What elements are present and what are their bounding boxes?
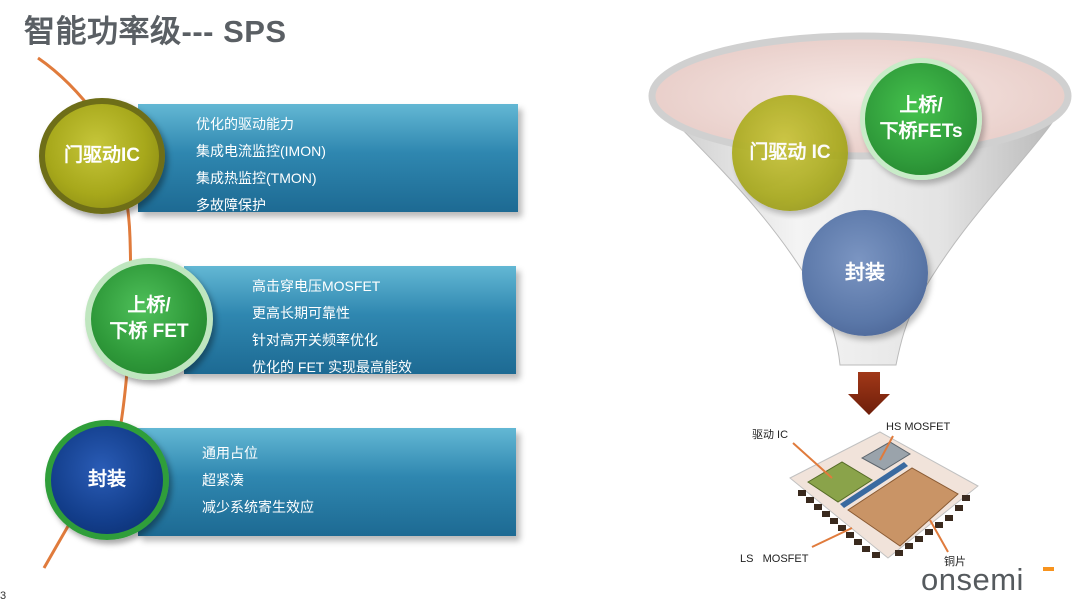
package-label: 封装 [87,469,126,490]
pkg-feature-2: 超紧凑 [202,472,244,488]
fet-panel: 高击穿电压MOSFET 更高长期可靠性 针对高开关频率优化 优化的 FET 实现… [184,266,516,375]
fet-feature-3: 针对高开关频率优化 [252,332,378,348]
fet-feature-2: 更高长期可靠性 [252,305,350,321]
gate-feature-4: 多故障保护 [196,197,266,213]
fet-circle: 上桥/ 下桥 FET [85,258,213,380]
pkg-feature-1: 通用占位 [202,445,258,461]
copper-clip-callout: 铜片 [944,556,966,568]
gate-feature-2: 集成电流监控(IMON) [196,143,326,159]
ls-mosfet-callout: LS MOSFET [740,553,809,565]
gate-driver-circle: 门驱动IC [39,98,165,214]
fet-feature-1: 高击穿电压MOSFET [252,278,381,294]
funnel-fets-label: 上桥/ 下桥FETs [879,95,963,142]
gate-feature-1: 优化的驱动能力 [196,116,294,132]
package-circle: 封装 [45,420,169,540]
logo-accent [1043,567,1054,571]
driver-ic-callout: 驱动 IC [752,429,789,441]
gate-driver-panel: 优化的驱动能力 集成电流监控(IMON) 集成热监控(TMON) 多故障保护 [138,104,518,213]
page-number: 3 [0,590,7,602]
gate-feature-3: 集成热监控(TMON) [196,170,317,186]
pkg-feature-3: 减少系统寄生效应 [202,499,314,515]
fet-feature-4: 优化的 FET 实现最高能效 [252,359,412,375]
onsemi-logo: onsemi [921,562,1024,597]
package-panel: 通用占位 超紧凑 减少系统寄生效应 [138,428,516,536]
page-title: 智能功率级--- SPS [24,14,287,49]
funnel-gate-driver: 门驱动 IC [732,95,848,211]
funnel-package: 封装 [802,210,928,336]
hs-mosfet-callout: HS MOSFET [886,421,951,433]
funnel-gate-driver-label: 门驱动 IC [749,142,831,163]
funnel-package-label: 封装 [845,262,885,284]
funnel-fets: 上桥/ 下桥FETs [860,58,982,180]
gate-driver-label: 门驱动IC [63,145,140,166]
fet-label: 上桥/ 下桥 FET [109,295,189,342]
